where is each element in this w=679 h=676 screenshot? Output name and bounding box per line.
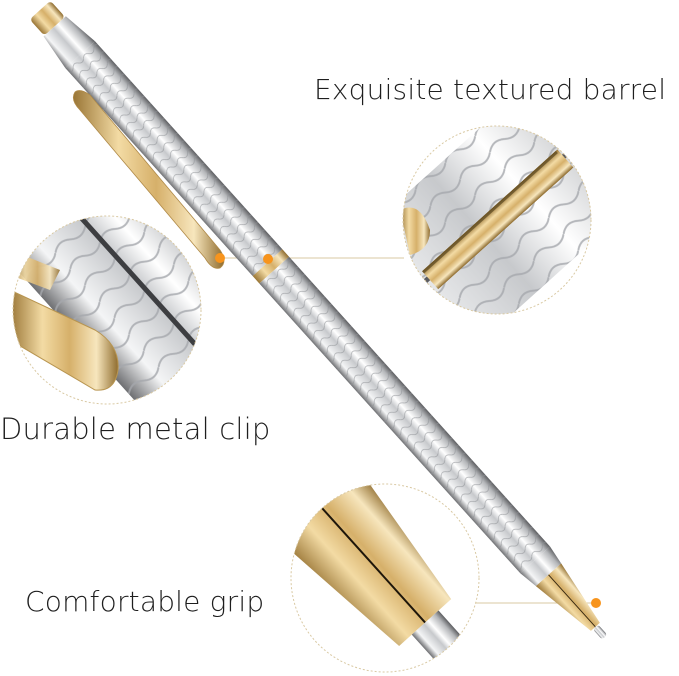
clip-feature-label: Durable metal clip [0,412,271,446]
grip-callout-dot [591,598,601,608]
clip-callout-dot [215,253,225,263]
grip-feature-label: Comfortable grip [25,585,265,618]
pen-clip [72,90,225,269]
barrel-callout-dot [263,254,273,264]
clip-callout-circle [12,215,202,405]
barrel-feature-label: Exquisite textured barrel [314,73,667,106]
pen [31,2,607,639]
